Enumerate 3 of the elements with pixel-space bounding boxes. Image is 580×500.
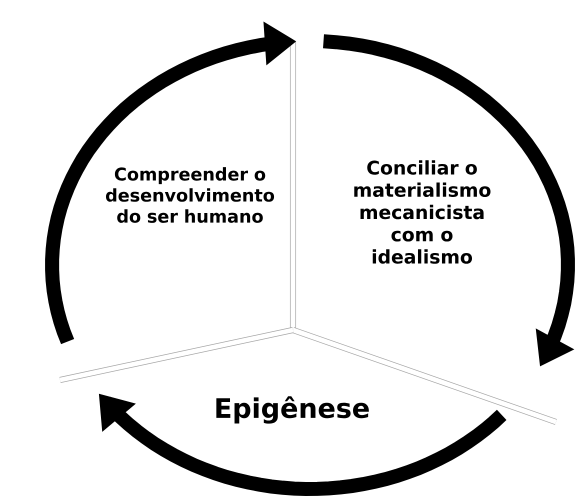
sector-label: Conciliar o materialismo mecanicista com o idealismo: [354, 160, 490, 264]
sector-label: Compreender o desenvolvimento do ser humano: [106, 167, 274, 223]
sector-label: Epigênese: [216, 396, 369, 424]
